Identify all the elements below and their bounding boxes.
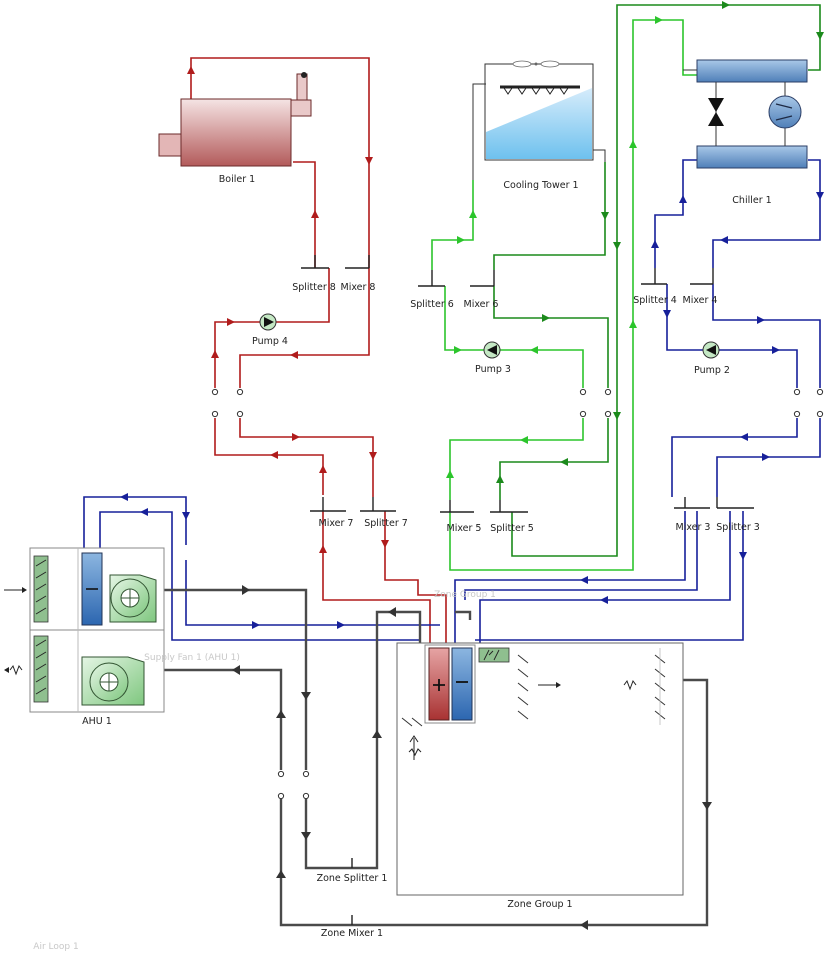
pump-icon xyxy=(259,313,277,331)
junction-symbols xyxy=(301,255,754,925)
damper-icon xyxy=(478,647,510,663)
mixer7-label: Mixer 7 xyxy=(319,518,354,529)
boiler-label: Boiler 1 xyxy=(219,174,255,185)
pump-icon xyxy=(702,341,720,359)
chiller[interactable] xyxy=(683,59,808,169)
splitter4-label: Splitter 4 xyxy=(633,295,677,306)
cooling-coil-icon xyxy=(451,647,473,721)
outdoor-air-inlet-icon xyxy=(4,587,27,593)
damper-icon xyxy=(33,555,49,623)
hot-water-loop xyxy=(187,57,447,645)
splitter8-label: Splitter 8 xyxy=(292,282,336,293)
pump3-label: Pump 3 xyxy=(475,364,511,375)
splitter5-label: Splitter 5 xyxy=(490,523,534,534)
damper-icon xyxy=(33,635,49,703)
cooling-coil-icon xyxy=(81,552,103,626)
boiler[interactable] xyxy=(158,72,312,167)
cooling-tower-label: Cooling Tower 1 xyxy=(503,180,578,191)
compressor-icon xyxy=(768,95,802,129)
zone-group-1[interactable]: Zone Group 1 xyxy=(396,590,684,896)
mixer6-label: Mixer 6 xyxy=(464,299,499,310)
air-loop xyxy=(163,585,712,930)
ahu-faint-label: Supply Fan 1 (AHU 1) xyxy=(144,653,240,663)
splitter6-label: Splitter 6 xyxy=(410,299,454,310)
condenser-water-loop xyxy=(431,1,824,571)
zone-mixer-label: Zone Mixer 1 xyxy=(321,928,383,939)
loop-connectors xyxy=(211,388,824,800)
chiller-label: Chiller 1 xyxy=(732,195,771,206)
chilled-water-loop xyxy=(83,159,824,645)
splitter3-label: Splitter 3 xyxy=(716,522,760,533)
fan-icon xyxy=(109,574,157,623)
pump-icon xyxy=(483,341,501,359)
fan-icon xyxy=(81,656,145,706)
zone-faint-label: Zone Group 1 xyxy=(434,590,496,600)
heating-coil-icon xyxy=(428,647,450,721)
pump4-label: Pump 4 xyxy=(252,336,288,347)
pump-3[interactable] xyxy=(483,341,501,359)
pump2-label: Pump 2 xyxy=(694,365,730,376)
ahu-1[interactable]: Supply Fan 1 (AHU 1) xyxy=(29,547,240,713)
air-loop-faint-label: Air Loop 1 xyxy=(33,942,78,952)
mixer5-label: Mixer 5 xyxy=(447,523,482,534)
cooling-tower[interactable] xyxy=(472,60,606,180)
expansion-valve-icon xyxy=(708,98,724,126)
splitter7-label: Splitter 7 xyxy=(364,518,408,529)
pump-2[interactable] xyxy=(702,341,720,359)
zone-group-label: Zone Group 1 xyxy=(507,899,572,910)
ahu-label: AHU 1 xyxy=(82,716,112,727)
mixer4-label: Mixer 4 xyxy=(683,295,718,306)
exhaust-air-icon xyxy=(4,664,23,676)
mixer8-label: Mixer 8 xyxy=(341,282,376,293)
pump-4[interactable] xyxy=(259,313,277,331)
zone-splitter-label: Zone Splitter 1 xyxy=(317,873,388,884)
mixer3-label: Mixer 3 xyxy=(676,522,711,533)
